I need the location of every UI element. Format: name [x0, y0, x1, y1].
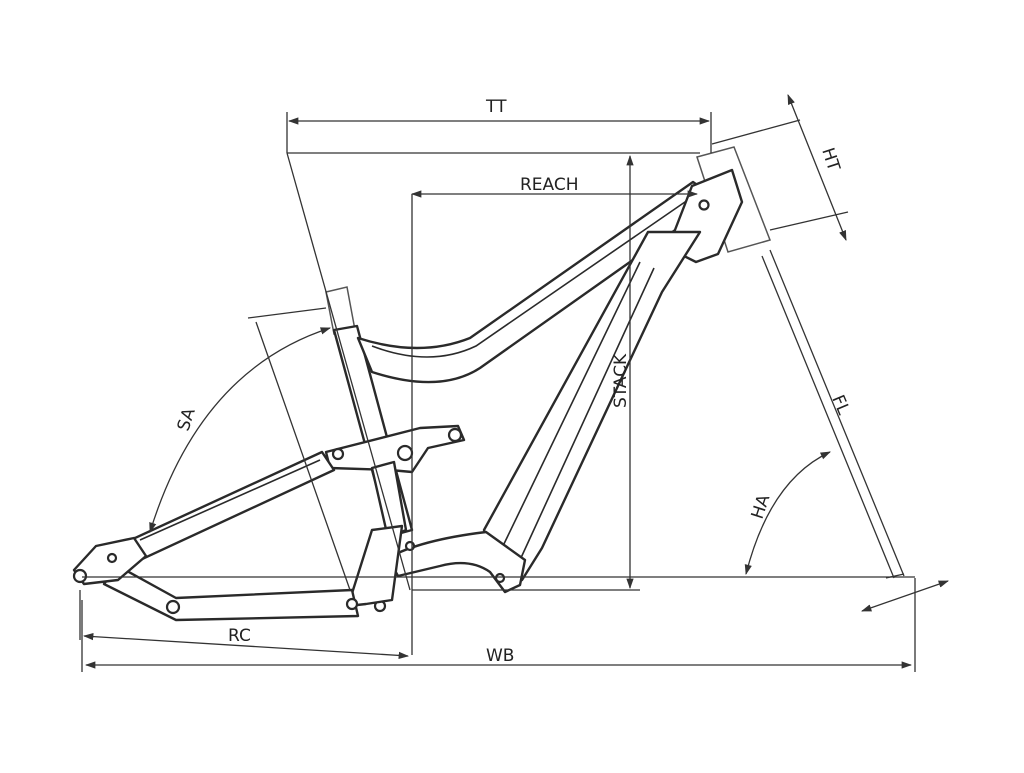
rc-dimension [82, 632, 410, 660]
rear-shock [370, 460, 408, 540]
tt-label: TT [485, 97, 507, 117]
wb-label: WB [486, 646, 514, 666]
rocker-link [324, 424, 466, 474]
ht-dimension [787, 94, 847, 241]
shock-body [346, 524, 404, 608]
dimension-lines [79, 94, 949, 672]
ht-label: HT [817, 145, 843, 174]
sa-label: SA [174, 405, 200, 433]
ha-angle [744, 451, 831, 576]
reach-label: REACH [520, 175, 579, 195]
sa-angle [149, 327, 331, 533]
ha-label: HA [748, 492, 775, 522]
chain-stay [102, 564, 360, 622]
bike-frame [72, 146, 771, 622]
fl-label: FL [827, 392, 853, 418]
stack-label: STACK [611, 353, 631, 408]
rc-label: RC [228, 626, 251, 646]
